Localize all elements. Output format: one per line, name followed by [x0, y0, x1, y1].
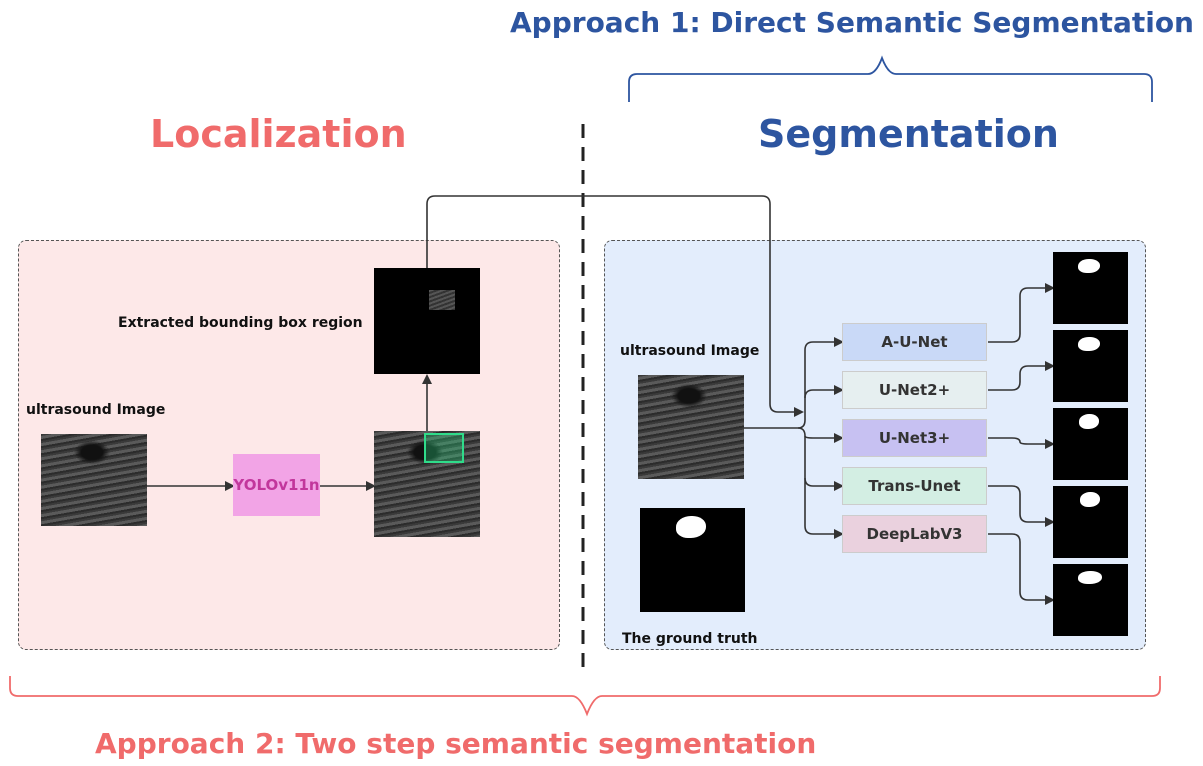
- arrow-to-transunet: [804, 436, 844, 491]
- model-unet3plus: U-Net3+: [842, 419, 987, 457]
- arrow-deeplab-output: [988, 533, 1055, 605]
- extracted-crop-image: [374, 268, 480, 374]
- output-mask-unet2plus: [1053, 330, 1128, 402]
- model-a-unet: A-U-Net: [842, 323, 987, 361]
- localization-title: Localization: [150, 112, 407, 156]
- approach2-brace: [9, 676, 1161, 717]
- model-deeplabv3: DeepLabV3: [842, 515, 987, 553]
- crop-label: Extracted bounding box region: [118, 315, 363, 331]
- detected-bounding-box: [424, 433, 464, 463]
- mask-blob: [1080, 492, 1100, 507]
- crop-region: [429, 290, 455, 310]
- model-unet2plus: U-Net2+: [842, 371, 987, 409]
- output-mask-trans-unet: [1053, 486, 1128, 558]
- arrow-unet3-output: [988, 437, 1055, 449]
- ground-truth-blob: [676, 516, 706, 538]
- segmentation-title: Segmentation: [758, 112, 1059, 156]
- output-mask-a-unet: [1053, 252, 1128, 324]
- output-mask-deeplabv3: [1053, 564, 1128, 636]
- approach1-brace: [628, 55, 1153, 102]
- arrow-aunet-output: [988, 283, 1055, 343]
- arrow-crop-to-segmentation: [426, 195, 804, 417]
- yolo-detector-box: YOLOv11n: [233, 454, 320, 516]
- mask-blob: [1079, 414, 1099, 429]
- arrow-to-unet2: [804, 385, 844, 399]
- mask-blob: [1078, 571, 1102, 584]
- detection-result-image: [374, 431, 480, 537]
- arrow-unet2-output: [988, 361, 1055, 391]
- ground-truth-label: The ground truth: [622, 631, 758, 647]
- approach2-title: Approach 2: Two step semantic segmentati…: [95, 727, 817, 760]
- mask-blob: [1078, 337, 1100, 351]
- arrow-transunet-output: [988, 485, 1055, 527]
- mask-blob: [1078, 259, 1100, 273]
- model-trans-unet: Trans-Unet: [842, 467, 987, 505]
- segmentation-ultrasound-image: [638, 375, 744, 479]
- approach1-title: Approach 1: Direct Semantic Segmentation: [510, 6, 1194, 39]
- output-mask-unet3plus: [1053, 408, 1128, 480]
- ground-truth-mask: [640, 508, 745, 612]
- localization-input-label: ultrasound Image: [26, 402, 166, 418]
- segmentation-input-label: ultrasound Image: [620, 343, 760, 359]
- arrow-to-deeplab: [804, 478, 844, 539]
- localization-ultrasound-image: [41, 434, 147, 526]
